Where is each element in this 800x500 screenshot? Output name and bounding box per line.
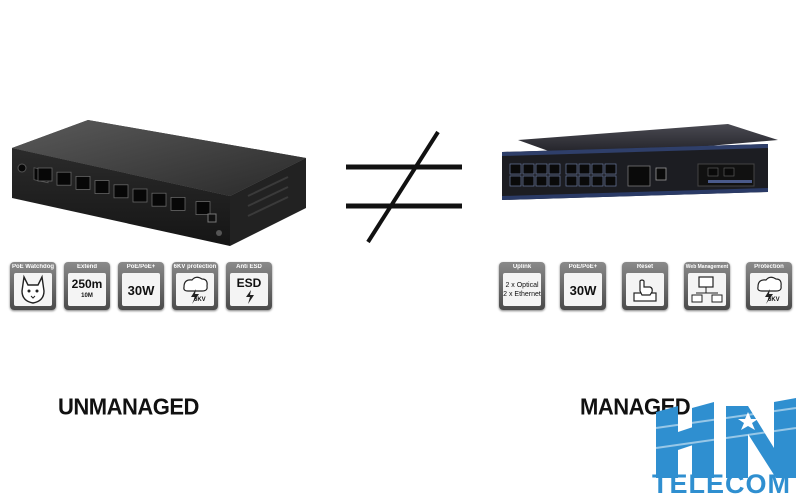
- protection-badge: Protection 6KV: [746, 262, 792, 310]
- lightning-icon: [183, 276, 208, 304]
- logo-text: TELECOM: [652, 469, 791, 499]
- poe-port: [565, 163, 578, 175]
- badge-title: PoE Watchdog: [11, 264, 55, 270]
- poe-port: [509, 163, 522, 175]
- lightning-icon: [757, 276, 782, 304]
- poe-port: [591, 175, 604, 187]
- poe-watchdog-badge: PoE Watchdog: [10, 262, 56, 310]
- poe-port: [565, 175, 578, 187]
- badge-title: Uplink: [512, 264, 532, 270]
- poe-port: [591, 163, 604, 175]
- badge-title: Extend: [76, 264, 97, 270]
- managed-switch-image: [502, 124, 778, 200]
- badge-title: PoE/PoE+: [126, 264, 156, 270]
- distance-value: 250m: [71, 277, 103, 291]
- reset-badge: Reset: [622, 262, 668, 310]
- protection-badge: 6KV protection 6KV: [172, 262, 218, 310]
- dog-icon: [21, 274, 45, 304]
- badge-title: Anti ESD: [236, 264, 262, 270]
- unmanaged-switch-image: [12, 120, 306, 246]
- poe-port: [604, 175, 617, 187]
- ethernet-port: [113, 184, 129, 199]
- ethernet-port: [170, 197, 186, 211]
- badge-title: Protection: [754, 264, 784, 270]
- optical-ports: 2 x Optical: [505, 282, 539, 289]
- poe-port: [535, 175, 548, 187]
- ethernet-port: [195, 201, 211, 215]
- poe-port: [522, 175, 535, 187]
- reset-hand-icon: [633, 279, 657, 302]
- poe-port: [509, 175, 522, 187]
- poe-port: [548, 163, 561, 175]
- extend-badge: Extend 250m 10M: [64, 262, 110, 310]
- badge-title: PoE/PoE+: [568, 264, 598, 270]
- poe-port: [522, 163, 535, 175]
- voltage-value: 6KV: [768, 297, 780, 303]
- badge-title: 6KV protection: [173, 264, 217, 270]
- poe-port: [604, 163, 617, 175]
- esd-label: ESD: [236, 276, 262, 290]
- uplink-badge: Uplink 2 x Optical 2 x Ethernet: [499, 262, 545, 310]
- badge-title: Reset: [636, 264, 654, 270]
- voltage-value: 6KV: [194, 297, 206, 303]
- poe-port: [535, 163, 548, 175]
- ethernet-ports: 2 x Ethernet: [503, 291, 541, 298]
- web-management-badge: Web Management: [684, 262, 730, 310]
- not-equal-symbol: [346, 130, 462, 244]
- unmanaged-caption: UNMANAGED: [58, 393, 199, 420]
- poe-badge: PoE/PoE+ 30W: [560, 262, 606, 310]
- bolt-icon: [246, 290, 254, 304]
- poe-port: [548, 175, 561, 187]
- ethernet-port: [151, 192, 167, 207]
- poe-badge: PoE/PoE+ 30W: [118, 262, 164, 310]
- ethernet-port: [56, 171, 72, 186]
- ethernet-port: [94, 180, 110, 194]
- poe-port: [578, 175, 591, 187]
- anti-esd-badge: Anti ESD ESD: [226, 262, 272, 310]
- speed-value: 10M: [81, 293, 93, 299]
- hn-telecom-logo-icon: [655, 398, 797, 478]
- ethernet-port: [132, 188, 148, 203]
- power-value: 30W: [127, 283, 155, 298]
- computer-network-icon: [691, 276, 723, 303]
- power-value: 30W: [569, 283, 597, 298]
- poe-port: [578, 163, 591, 175]
- ethernet-port: [37, 167, 53, 182]
- ethernet-port: [75, 176, 91, 190]
- badge-title: Web Management: [685, 264, 729, 270]
